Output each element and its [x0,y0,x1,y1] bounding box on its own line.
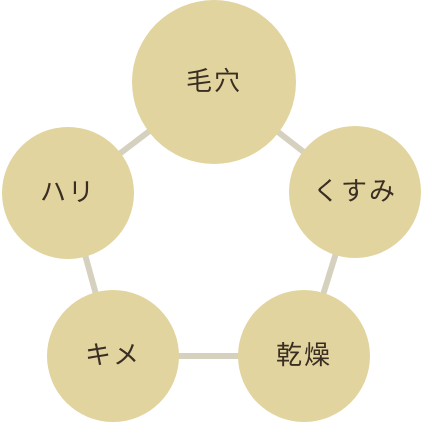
node-dullness: くすみ [289,126,421,258]
node-pores: 毛穴 [132,0,296,164]
node-pores-circle [132,0,296,164]
node-dullness-label: くすみ [313,177,397,207]
node-dullness-circle [289,126,421,258]
node-firmness: ハリ [2,127,134,259]
node-texture: キメ [47,290,179,422]
node-firmness-circle [2,127,134,259]
node-dryness: 乾燥 [238,290,370,422]
node-texture-label: キメ [85,341,141,371]
node-dryness-label: 乾燥 [276,341,332,371]
node-pores-label: 毛穴 [186,67,242,97]
node-firmness-label: ハリ [40,178,96,208]
node-dryness-circle [238,290,370,422]
node-texture-circle [47,290,179,422]
